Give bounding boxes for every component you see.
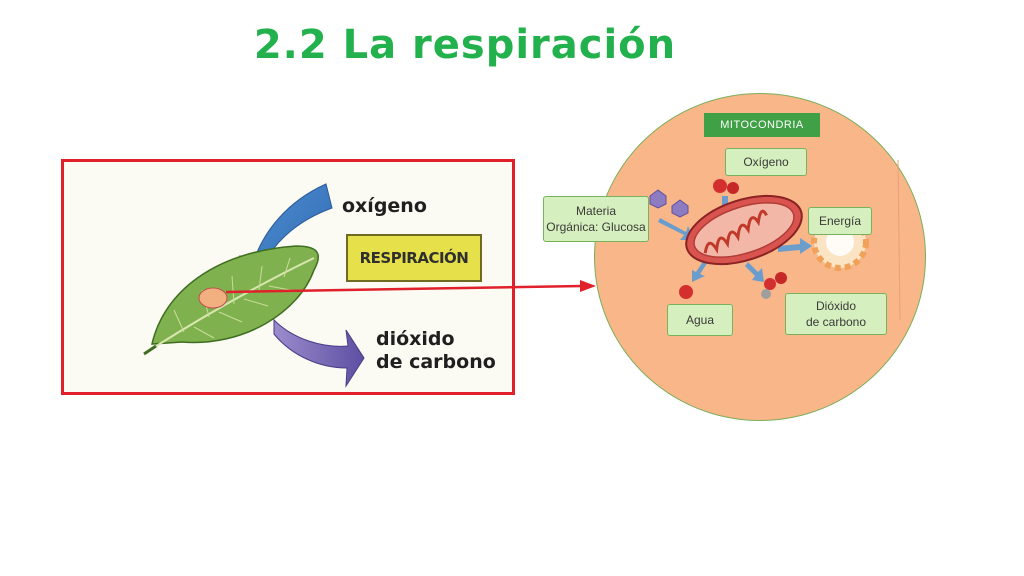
leaf-shape [151,245,319,345]
energy-box: Energía [808,207,872,235]
leaf-co2-label: dióxido de carbono [376,328,496,374]
leaf-oxygen-label: oxígeno [342,195,427,217]
mitochondria-tag: MITOCONDRIA [704,113,820,137]
co2-out-arrow [273,318,365,388]
water-box: Agua [667,304,733,336]
oxygen-box: Oxígeno [725,148,807,176]
slide-title: 2.2 La respiración [253,22,677,68]
co2-line2: de carbono [805,315,867,329]
leaf-illustration [143,183,365,388]
water-molecule [679,285,693,299]
leaf-figure-frame: oxígeno RESPIRACIÓN dióxido de carbono [61,159,515,395]
glucose-molecule [649,189,667,209]
glucose-box: Materia Orgánica: Glucosa [543,196,649,242]
leaf-co2-line1: dióxido [376,328,455,350]
oxygen-molecule [713,179,727,193]
glucose-line2: Orgánica: Glucosa [546,220,646,234]
respiration-label: RESPIRACIÓN [346,234,482,282]
leaf-cell-marker [198,287,228,309]
co2-molecule [764,278,776,290]
mitochondrion-body [685,194,803,266]
glucose-molecule [671,199,689,218]
co2-box: Dióxido de carbono [785,293,887,335]
leaf-co2-line2: de carbono [376,351,496,373]
glucose-line1: Materia [575,204,616,218]
co2-line1: Dióxido [815,299,857,313]
